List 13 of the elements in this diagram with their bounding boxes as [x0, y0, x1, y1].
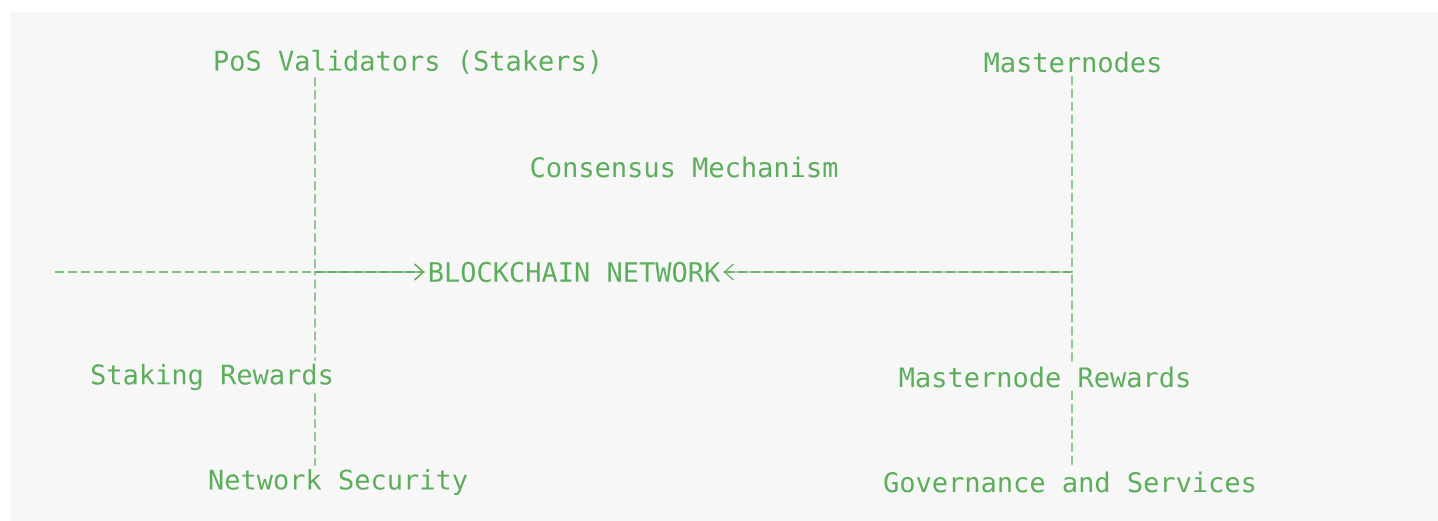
node-label: Masternode Rewards [899, 366, 1189, 388]
connector-line [314, 392, 316, 467]
node-label: Masternodes [984, 51, 1160, 73]
connector-line [314, 271, 426, 362]
node-label: BLOCKCHAIN NETWORK [429, 261, 721, 283]
label-text: Consensus Mechanism [531, 156, 838, 178]
connector-line [54, 263, 425, 281]
node-label: Staking Rewards [91, 363, 332, 391]
node-label: PoS Validators (Stakers) [215, 49, 598, 75]
node-label: Network Security [209, 468, 467, 496]
node-label: Governance and Services [884, 471, 1255, 493]
connector-line [722, 271, 1073, 364]
connector-line [723, 75, 1073, 281]
